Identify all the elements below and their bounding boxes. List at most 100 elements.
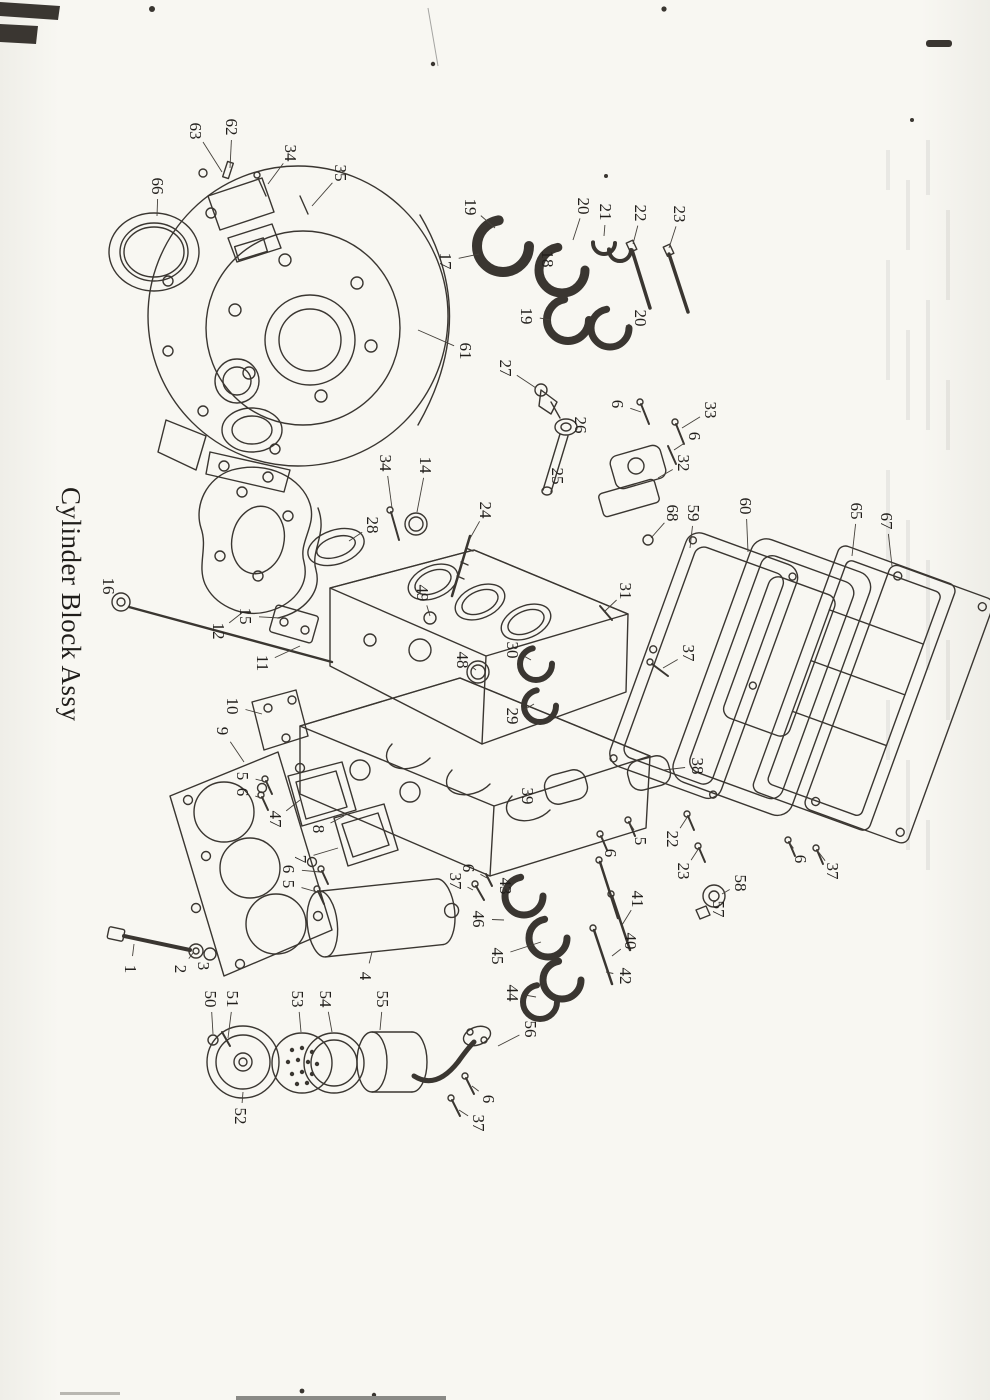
head-gasket-drawing [169, 751, 333, 977]
leader-line [662, 659, 678, 669]
part-number-label: 61 [456, 343, 475, 360]
scan-artifacts [0, 2, 952, 1400]
part-number-label: 45 [488, 948, 507, 965]
housing-fasteners-drawing [198, 160, 309, 215]
leader-line [245, 709, 263, 715]
part-number-label: 48 [453, 652, 472, 669]
cylinder-block-drawing [329, 549, 629, 745]
leader-line [467, 521, 480, 543]
leader-line [690, 847, 700, 861]
leader-line [274, 645, 301, 659]
part-number-label: 18 [538, 251, 557, 268]
part-number-label: 56 [521, 1021, 540, 1038]
part-number-label: 41 [628, 891, 647, 908]
part-number-label: 57 [709, 901, 728, 919]
oil-pan-stack-drawing [609, 532, 990, 844]
part-number-label: 6 [791, 855, 810, 864]
part-number-label: 19 [517, 308, 536, 325]
part-number-label: 17 [436, 253, 455, 271]
part-number-label: 19 [461, 199, 480, 216]
part-number-label: 11 [253, 655, 272, 671]
part-number-label: 6 [601, 849, 620, 858]
leader-line [229, 741, 245, 763]
part-number-label: 6 [279, 865, 298, 874]
part-number-label: 37 [823, 863, 842, 881]
leader-line [689, 525, 693, 549]
part-number-label: 5 [233, 772, 252, 781]
dipstick-drawing [111, 592, 334, 664]
part-number-label: 44 [503, 985, 522, 1003]
lower-bearing-shells-drawing [471, 873, 585, 1022]
part-number-label: 6 [685, 432, 704, 441]
leader-line [524, 703, 535, 710]
part-number-label: 2 [171, 965, 190, 974]
drain-plug-drawing [695, 836, 824, 920]
part-number-label: 65 [847, 503, 866, 520]
part-number-label: 6 [608, 400, 627, 409]
leader-line [285, 799, 301, 812]
part-number-label: 3 [194, 962, 213, 971]
leader-line [348, 531, 363, 542]
cover-plate-drawing [307, 506, 428, 567]
leader-line [673, 442, 685, 451]
leader-line [188, 952, 194, 959]
part-number-label: 34 [281, 145, 300, 163]
part-number-label: 31 [616, 583, 635, 600]
leader-line [679, 815, 689, 829]
part-number-label: 52 [231, 1108, 250, 1125]
stud-bolt-drawing [450, 534, 474, 598]
part-number-label: 4 [356, 972, 375, 981]
leader-line [611, 948, 622, 957]
leader-line [368, 951, 373, 964]
part-number-label: 23 [670, 206, 689, 223]
part-number-label: 6 [233, 788, 252, 797]
leader-line [816, 849, 826, 861]
leader-line [258, 616, 281, 619]
leader-line [327, 1011, 333, 1033]
part-number-label: 33 [701, 402, 720, 419]
side-cover-plates-drawing [251, 689, 399, 905]
leader-line [663, 767, 686, 771]
leader-line [467, 886, 474, 891]
leader-line [788, 841, 794, 849]
leader-line [721, 889, 730, 895]
part-number-label: 30 [503, 642, 522, 659]
part-number-label: 24 [476, 502, 495, 520]
leader-line [650, 522, 665, 539]
leader-line [681, 416, 701, 429]
part-number-label: 58 [731, 875, 750, 892]
part-number-label: 53 [288, 991, 307, 1008]
leader-line [311, 182, 333, 207]
leader-line [416, 477, 425, 513]
part-number-label: 10 [223, 698, 242, 715]
leader-line [628, 821, 635, 831]
leader-line [241, 1091, 244, 1104]
leader-line [480, 873, 488, 879]
leader-line [458, 1109, 469, 1117]
timing-gasket-drawing [198, 466, 322, 644]
part-number-label: 37 [469, 1115, 488, 1133]
leader-line [491, 919, 505, 921]
leader-line [632, 225, 639, 245]
part-number-label: 38 [688, 758, 707, 775]
part-number-label: 28 [363, 517, 382, 534]
leader-line [458, 253, 480, 259]
leader-line [497, 1034, 520, 1047]
part-number-label: 63 [186, 123, 205, 140]
long-bolt-drawing [106, 926, 217, 961]
leader-line [525, 994, 537, 998]
part-number-label: 20 [574, 198, 593, 215]
leader-line [657, 469, 673, 479]
oil-pump-drawing [206, 1025, 492, 1117]
part-number-label: 7 [291, 855, 310, 864]
part-number-label: 55 [373, 991, 392, 1008]
main-bearing-shells-drawing [472, 215, 633, 351]
part-number-label: 15 [236, 608, 255, 625]
part-number-label: 6 [479, 1095, 498, 1104]
part-number-label: 46 [469, 911, 488, 928]
part-number-label: 51 [223, 991, 242, 1008]
part-number-label: 22 [631, 205, 650, 222]
leader-line [600, 835, 605, 843]
